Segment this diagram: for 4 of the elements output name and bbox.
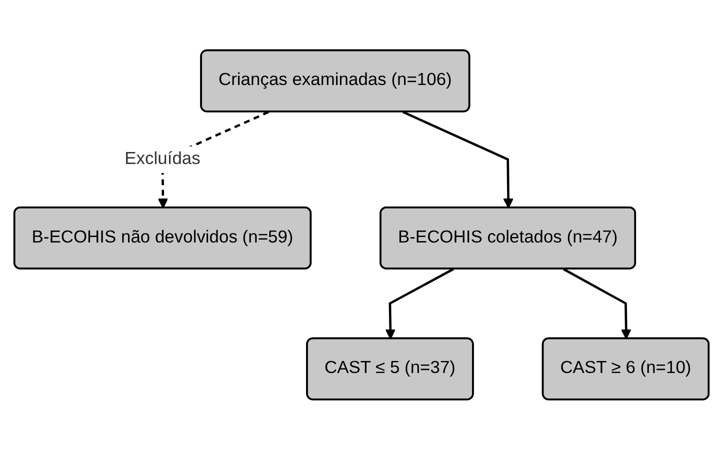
- arrow: [385, 268, 454, 339]
- arrow: [402, 110, 514, 208]
- edge-label: Excluídas: [124, 148, 200, 168]
- arrow: [562, 268, 632, 339]
